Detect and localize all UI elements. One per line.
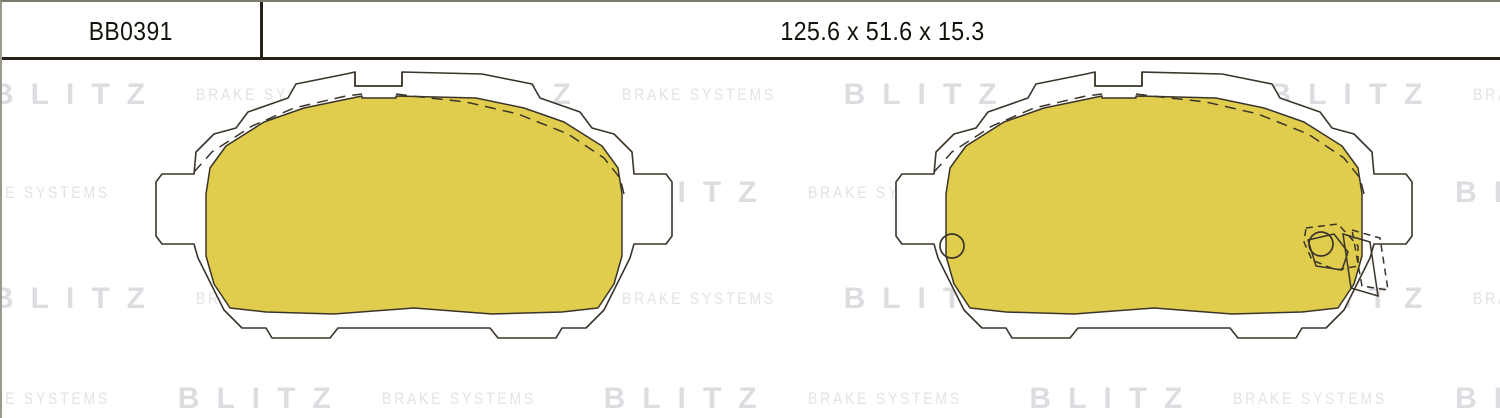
wear-sensor-bracket (1303, 223, 1359, 271)
right-pad-top-notch (1094, 72, 1143, 87)
part-code-cell: BB0391 (2, 2, 260, 60)
part-code-text: BB0391 (88, 15, 174, 46)
header-divider (260, 2, 263, 60)
wear-sensor-connector (1307, 233, 1349, 271)
wear-sensor-tongue-edge (1342, 232, 1379, 298)
brake-pad-right (895, 71, 1413, 339)
left-pad-friction-material (205, 95, 623, 315)
product-illustrations (2, 60, 1500, 417)
dimensions-text: 125.6 x 51.6 x 15.3 (780, 15, 985, 46)
right-pad-rivet-hole-left (939, 233, 965, 259)
header-bar: BB0391 125.6 x 51.6 x 15.3 (2, 2, 1500, 60)
left-pad-chamfer-line (193, 93, 625, 195)
right-pad-friction-material (945, 95, 1363, 315)
right-pad-chamfer-line (933, 93, 1365, 195)
left-pad-top-notch (354, 72, 403, 87)
dimensions-cell: 125.6 x 51.6 x 15.3 (263, 2, 1500, 60)
brake-pad-left (155, 71, 673, 339)
